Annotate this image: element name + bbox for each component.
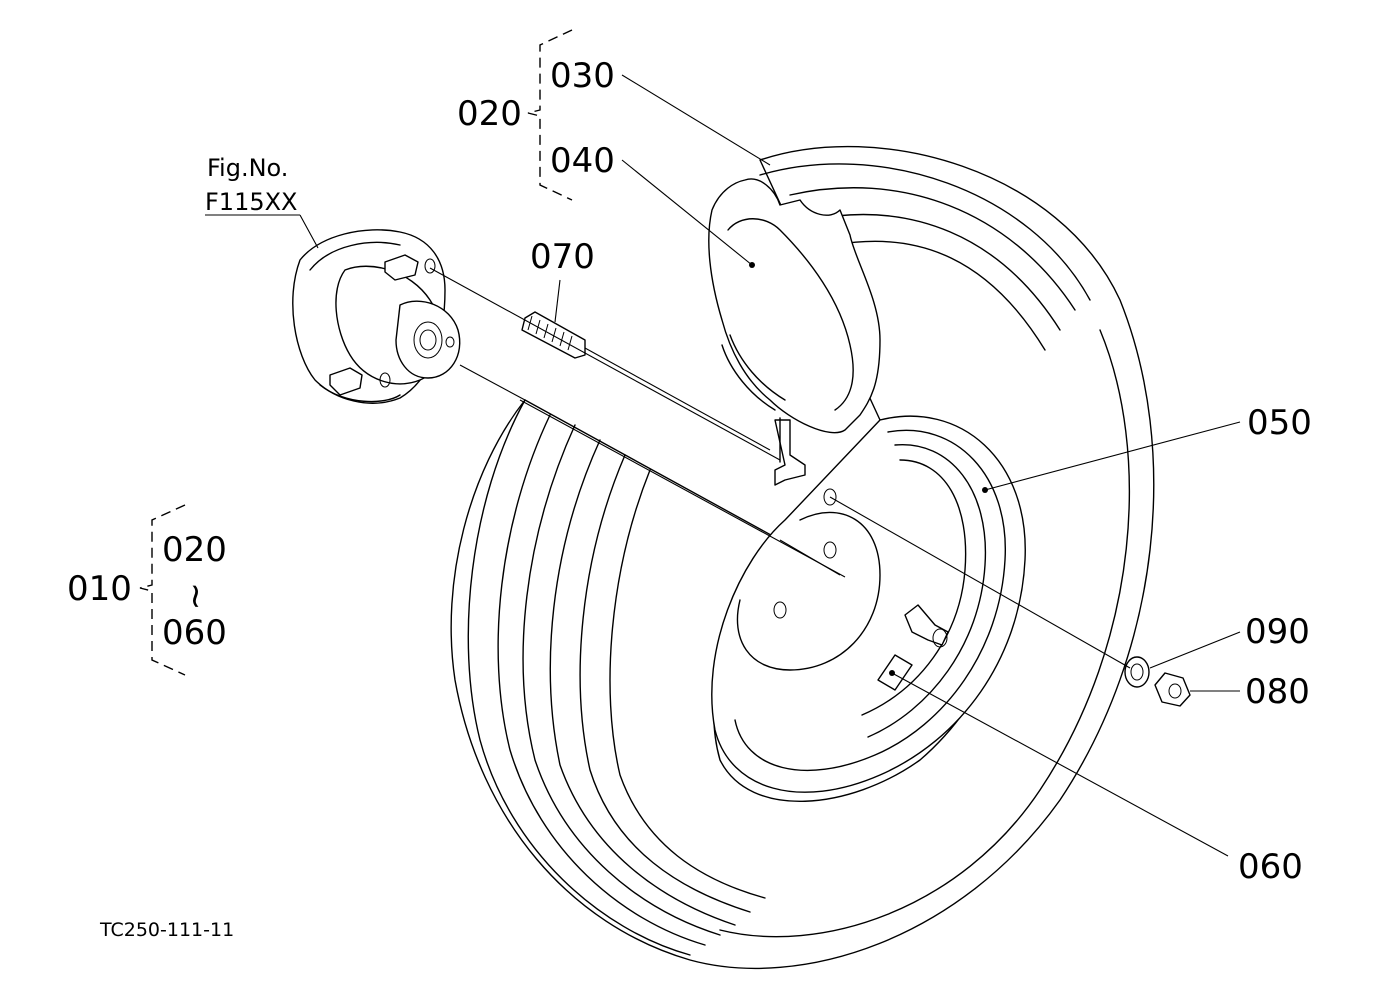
bracket-020 — [527, 29, 573, 201]
tube-illustration — [708, 178, 881, 486]
hub-illustration — [292, 229, 461, 404]
label-range-separator: ~ — [176, 582, 216, 611]
tire-illustration — [450, 145, 1155, 970]
fig-ref-line1: Fig.No. — [207, 154, 288, 182]
label-range-to: 060 — [162, 613, 227, 653]
label-070: 070 — [530, 237, 595, 277]
label-050: 050 — [1247, 403, 1312, 443]
washer-illustration — [1124, 656, 1150, 688]
label-090: 090 — [1245, 612, 1310, 652]
fig-ref-line2: F115XX — [205, 188, 298, 216]
label-030: 030 — [550, 56, 615, 96]
stud-bolt-illustration — [521, 311, 586, 359]
bracket-010 — [139, 504, 186, 676]
assembly-axis-lines — [429, 267, 1131, 669]
label-range-from: 020 — [162, 530, 227, 570]
label-020-assembly: 020 — [457, 94, 522, 134]
label-010: 010 — [67, 569, 132, 609]
label-040: 040 — [550, 141, 615, 181]
wheel-rim-illustration — [711, 415, 1026, 793]
label-060: 060 — [1238, 847, 1303, 887]
leader-lines — [205, 74, 1241, 857]
label-080: 080 — [1245, 672, 1310, 712]
nut-illustration — [1154, 672, 1191, 707]
drawing-code: TC250-111-11 — [99, 919, 234, 941]
